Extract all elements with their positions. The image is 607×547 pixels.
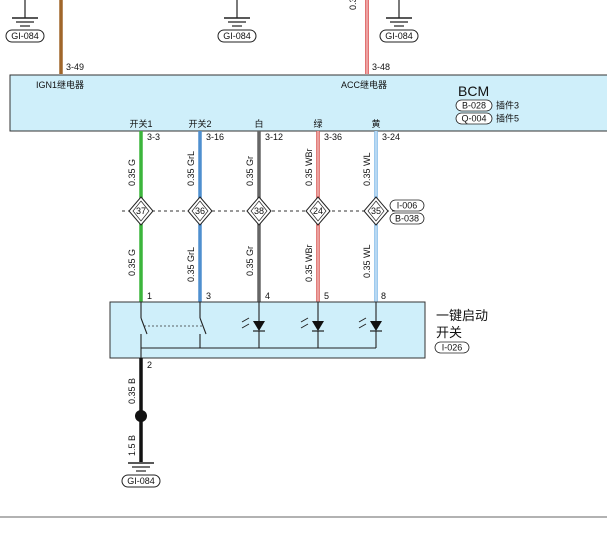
- switch-pin-number: 4: [265, 291, 270, 301]
- bcm-pin-function: 开关2: [188, 118, 211, 129]
- ground-label: GI-084: [11, 31, 39, 41]
- wire-spec: 0.35 GrL: [186, 247, 196, 282]
- bcm-pin-function: 白: [254, 118, 263, 129]
- splice-number: 35: [371, 206, 381, 216]
- bottom-ground: GI-084: [121, 462, 161, 488]
- cut-wire-label: 0.3: [348, 0, 358, 10]
- splice-number: 37: [136, 206, 146, 216]
- wire-spec: 0.35 WBr: [304, 148, 314, 186]
- switch-connector-code: I-026: [442, 343, 463, 353]
- ground-pin-number: 2: [147, 360, 152, 370]
- wire-spec: 0.35 B: [127, 378, 137, 404]
- splice-connector-ref: B-038: [395, 214, 419, 224]
- bcm-connector-label: 插件3: [496, 100, 519, 111]
- ign-relay-label: IGN1继电器: [36, 79, 84, 90]
- acc-relay-label: ACC继电器: [341, 79, 387, 90]
- one-key-start-switch-box: [109, 301, 426, 359]
- bcm-connector-code: B-028: [462, 101, 486, 111]
- ground-label: GI-084: [223, 31, 251, 41]
- top-ground-2: GI-084: [217, 0, 257, 43]
- bcm-pin-number: 3-3: [147, 132, 160, 142]
- splice-35: 35: [363, 196, 389, 226]
- ground-label: GI-084: [385, 31, 413, 41]
- switch-pin-number: 3: [206, 291, 211, 301]
- switch-pin-number: 8: [381, 291, 386, 301]
- switch-pin-number: 5: [324, 291, 329, 301]
- splice-number: 36: [195, 206, 205, 216]
- wire-spec: 0.35 G: [127, 159, 137, 186]
- acc-pin-label: 3-48: [372, 62, 390, 72]
- led-indicator-yellow: [358, 302, 382, 348]
- wire-spec: 0.35 WBr: [304, 244, 314, 282]
- splice-36: 36: [187, 196, 213, 226]
- led-indicator-white: [241, 302, 265, 348]
- wire-spec: 1.5 B: [127, 435, 137, 456]
- bcm-pin-number: 3-36: [324, 132, 342, 142]
- wire-spec: 0.35 WL: [362, 244, 372, 278]
- bcm-connector-label: 插件5: [496, 113, 519, 124]
- switch-name: 开关: [436, 325, 462, 340]
- bcm-title: BCM: [458, 83, 489, 99]
- ign-pin-label: 3-49: [66, 62, 84, 72]
- top-ground-1: GI-084: [5, 0, 45, 43]
- splice-number: 38: [254, 206, 264, 216]
- wire-spec: 0.35 GrL: [186, 151, 196, 186]
- ground-label: GI-084: [127, 476, 155, 486]
- switch-contact-2: [199, 302, 207, 348]
- bcm-pin-number: 3-24: [382, 132, 400, 142]
- splice-38: 38: [246, 196, 272, 226]
- bcm-pin-number: 3-12: [265, 132, 283, 142]
- bcm-pin-function: 开关1: [129, 118, 152, 129]
- splice-connector-ref: I-006: [397, 201, 418, 211]
- wire-spec: 0.35 WL: [362, 152, 372, 186]
- splice-24: 24: [305, 196, 331, 226]
- top-ground-3: GI-084: [379, 0, 419, 43]
- bcm-pin-number: 3-16: [206, 132, 224, 142]
- switch-name: 一键启动: [436, 308, 488, 323]
- splice-37: 37: [128, 196, 154, 226]
- switch-pin-number: 1: [147, 291, 152, 301]
- wire-spec: 0.35 Gr: [245, 156, 255, 186]
- bcm-connector-code: Q-004: [461, 114, 486, 124]
- wire-spec: 0.35 G: [127, 249, 137, 276]
- ground-splice-node: [135, 410, 147, 422]
- splice-number: 24: [313, 206, 323, 216]
- wire-spec: 0.35 Gr: [245, 246, 255, 276]
- led-indicator-green: [300, 302, 324, 348]
- bcm-box: [9, 74, 607, 132]
- bcm-pin-function: 黄: [371, 118, 380, 129]
- bcm-pin-function: 绿: [313, 118, 322, 129]
